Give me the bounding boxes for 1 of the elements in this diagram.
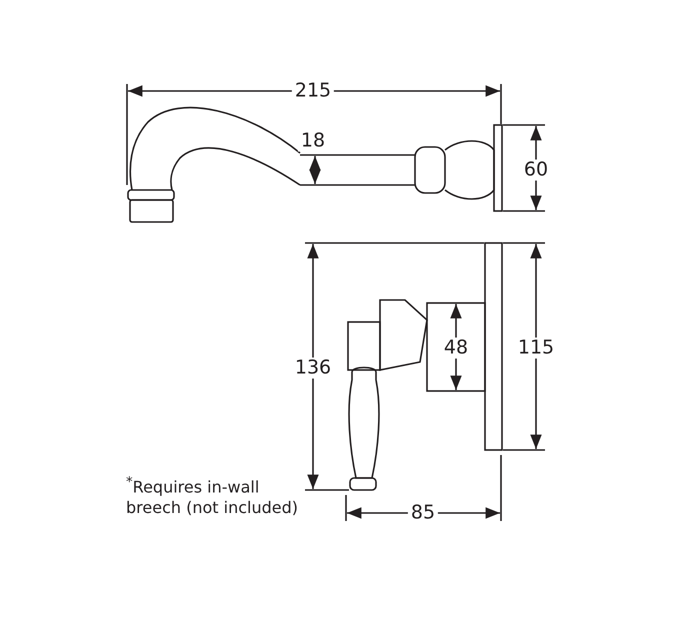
footnote: $^{*}$Requires in-wall breech (not included) (126, 474, 299, 519)
